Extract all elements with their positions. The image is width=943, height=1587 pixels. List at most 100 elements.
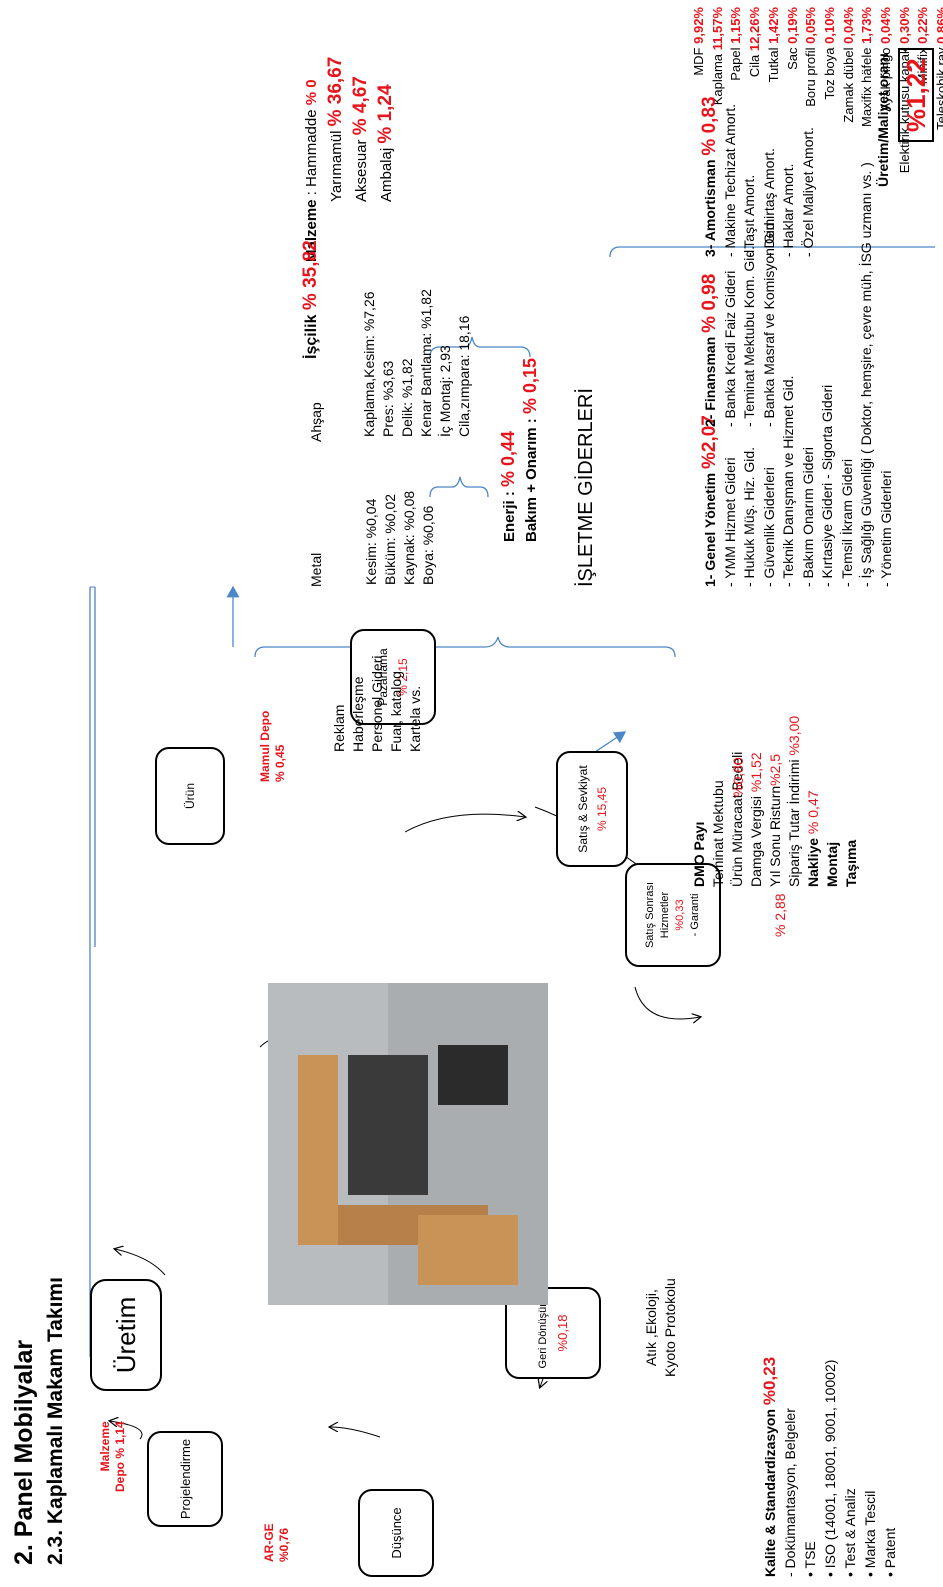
material-pct: 9,92% [691,7,706,44]
dmo-line-2: Ürün Müracaat Bedeli [729,751,745,887]
node-urun-label: Ürün [183,783,197,810]
malzeme-ambalaj: Ambalaj [378,147,395,202]
photo-desk-panel [348,1055,428,1195]
arge-l1: AR-GE [262,1523,276,1562]
dmo-bracket-pct: %0,80 [730,757,746,797]
dmo-yil-pct: %2,5 [767,753,783,786]
dmo-nakliye: Nakliye [805,834,821,887]
dmo-yil: Yıl Sonu Risturn [767,785,783,887]
malzeme-depo-label: Malzeme Depo % 1,14 [98,1421,128,1492]
amortisman-item: - Demirtaş Amort. [760,148,777,257]
kalite-item: • Marka Tescil [862,1490,878,1577]
genel-item: - Yönetim Giderleri [877,470,894,587]
dmo-montaj: Montaj [824,841,840,887]
dmo-line-1: Teminat Mektubu [710,780,726,887]
material-pct: 0,04% [878,7,894,44]
material-pct: 12,26% [747,7,763,52]
bakim-label: Bakım + Onarım : [523,414,540,542]
material-pct: 1,73% [859,7,875,44]
dmo-block: DMO Payı Teminat Mektubu Ürün Müracaat B… [690,716,861,887]
malzeme-ambalaj-pct: % 1,24 [375,84,396,144]
kalite-item: • ISO (14001, 18001, 9001, 10002) [822,1359,838,1577]
arrow-uretim-urun [115,1249,166,1276]
node-projelendirme: Projelendirme [147,1431,223,1527]
node-geri-donusum-label: Geri Dönüşüm [536,1297,549,1369]
malzeme-depo-l1: Malzeme [98,1421,112,1472]
malzeme-hammadde: : Hammadde [303,105,320,200]
isletme-title: İŞLETME GİDERLERİ [575,388,597,587]
node-dusunce-label: Düşünce [388,1507,404,1559]
enerji-pct: % 0,44 [498,430,518,487]
blue-arrow-kalite [235,947,280,987]
ahsap-item: Kenar Bantlama: %1,82 [418,289,434,437]
material-pct: 1,15% [728,7,744,44]
material-pct: 0,04% [840,7,856,44]
metal-item: Büküm: %0,02 [382,493,398,585]
iscilik-pct: % 35,82 [300,240,321,311]
node-uretim-label: Üretim [110,1296,141,1374]
node-satis-sonrasi-pct: %0,33 [674,899,686,931]
material-pct: 0,10% [821,7,837,44]
photo-chair [438,1045,508,1105]
material-name: Teleskobik ray [934,47,943,130]
dmo-damga-pct: %1,52 [748,752,764,793]
material-pct: 0,30% [896,7,912,44]
material-name: Zamak dübel [840,43,856,123]
malzeme-hammadde-pct: % 0 [303,79,320,106]
dmo-title: DMO Payı [691,821,707,887]
dmo-nakliye-pct: % 0,47 [805,790,821,835]
amortisman-block: 3- Amortisman % 0,83 - Makine Techizat A… [699,96,819,257]
genel-item: - Temsil İkram Gideri [838,458,855,587]
arrow-arge [330,1427,381,1438]
material-pct: 0,22% [915,7,931,44]
material-name: Tutkal [765,43,781,83]
arrow-projelendirme-uretim [110,1421,143,1440]
page-subtitle: 2.3. Kaplamalı Makam Takımı [44,1277,67,1565]
dmo-siparis-pct: %3,00 [786,715,802,756]
bakim: Bakım + Onarım : % 0,15 [520,358,541,542]
bracket-pazarlama [340,842,364,857]
material-name: Cila [747,51,763,78]
arge-label: AR-GE %0,76 [262,1523,292,1562]
node-satis-sonrasi-l1: Satış Sonrası [644,881,656,949]
metal-item: Boya: %0,06 [420,505,436,585]
node-satis-sonrasi-l3: - Garanti [689,893,701,937]
photo-desk-top [298,1055,338,1245]
page-title: 2. Panel Mobilyalar [10,1339,38,1565]
ahsap-label: Ahşap [308,402,324,442]
kalite-pct: %0,23 [760,1356,779,1406]
metal-label: Metal [308,552,324,587]
amortisman-list: - Makine Techizat Amort.- Taşıt Amort.- … [721,96,819,257]
arrow-pazarlama-satis [404,814,525,833]
kalite-item: • Test & Analiz [842,1488,858,1577]
node-satis-sonrasi-l2: Hizmetler [659,891,671,939]
amortisman-title: 3- Amortisman [702,155,718,257]
ahsap-item: Cila,zımpara: 18,16 [456,315,472,437]
amortisman-pct: % 0,83 [699,96,720,156]
genel-item: - İş Sağlığı Güvenliği ( Doktor, hemşire… [858,162,874,587]
material-name: Sac [784,43,800,70]
arrow-satissonrasi-geridonusum [634,986,700,1019]
material-pct: 0,86% [934,7,943,44]
product-photo [268,983,548,1305]
atik-l2: Kyoto Protokolu [662,1278,678,1377]
finansman-title: 2- Finansman [702,332,718,427]
kalite-list: - Dokümantasyon, Belgeler• TSE• ISO (140… [780,1357,900,1577]
node-projelendirme-label: Projelendirme [177,1438,193,1520]
enerji-label: Enerji : [501,486,518,542]
photo-cabinet [418,1215,518,1285]
amortisman-item: - Taşıt Amort. [741,174,757,257]
material-row: Teleskobik ray 0,86% [933,7,943,437]
material-pct: 0,05% [803,7,819,44]
bracket-metal [429,476,489,498]
malzeme-yarimamul-pct: % 36,67 [325,56,346,127]
material-name: Papel [728,43,744,81]
dmo-damga: Damga Vergisi [748,792,764,887]
bakim-pct: % 0,15 [520,357,540,415]
node-satis-sevkiyat: Satış & Sevkiyat % 15,45 [556,751,628,867]
ahsap-item: Delik: %1,82 [399,358,415,437]
oran-value: %1,22 [898,48,934,142]
